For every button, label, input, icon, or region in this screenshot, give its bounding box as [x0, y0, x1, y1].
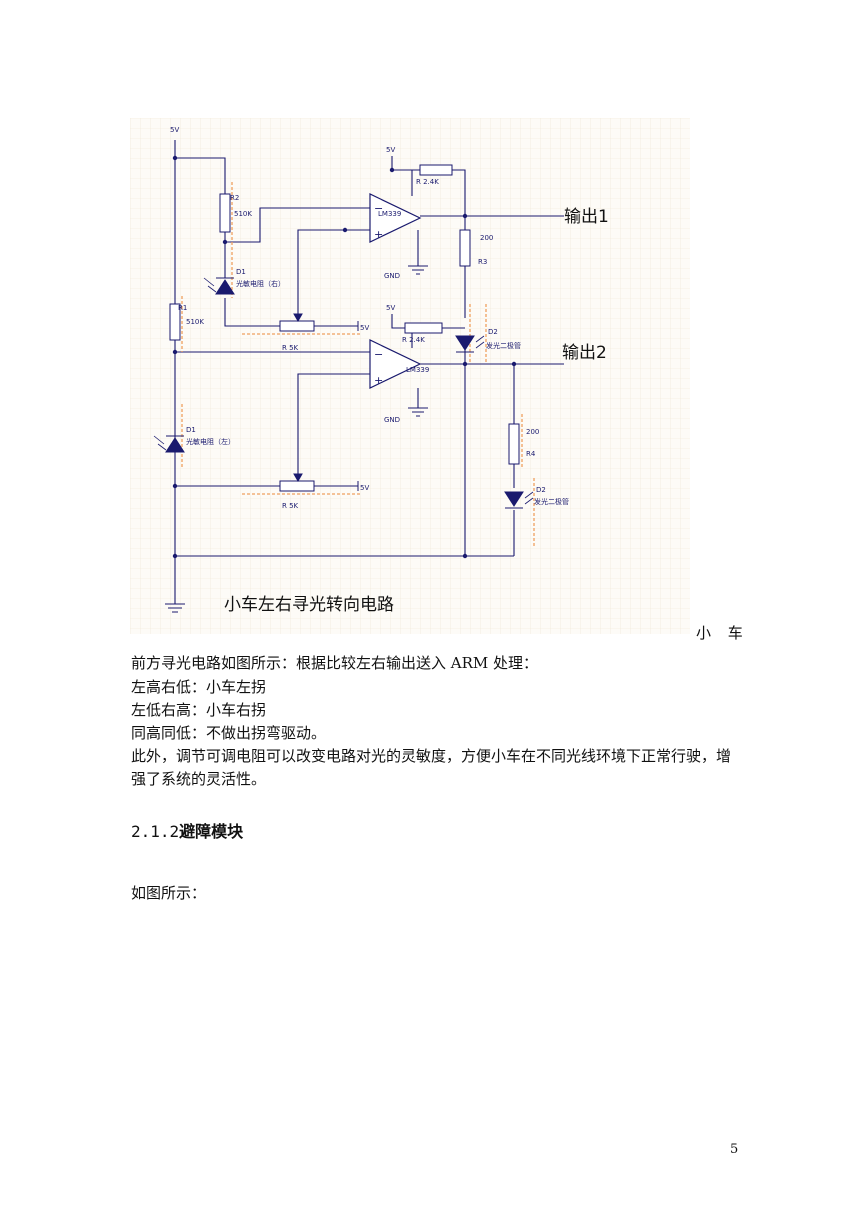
label-pot1: R 5K — [282, 344, 299, 352]
label-d1-bottom: D1 — [186, 426, 196, 434]
figure-title: 小车左右寻光转向电路 — [224, 595, 394, 615]
label-r1-value: 510K — [186, 318, 204, 326]
wires — [174, 140, 564, 604]
ground-symbols — [165, 265, 428, 613]
section-heading: 2.1.2避障模块 — [131, 818, 243, 842]
label-gnd2: GND — [384, 416, 400, 424]
label-rfb2: R 2.4K — [402, 336, 425, 344]
label-5v-pot1: 5V — [360, 324, 369, 332]
label-rfb1: R 2.4K — [416, 178, 439, 186]
label-d2-bottom-desc: 发光二极管 — [534, 497, 569, 506]
light-arrows — [153, 277, 534, 505]
label-d1-top-desc: 光敏电阻（右） — [236, 279, 285, 288]
label-5v-amp1: 5V — [386, 146, 395, 154]
output-1-label: 输出1 — [564, 207, 609, 227]
amp2-minus: − — [374, 348, 383, 361]
label-amp2: LM339 — [406, 366, 429, 374]
paragraph-5: 此外，调节可调电阻可以改变电路对光的灵敏度，方便小车在不同光线环境下正常行驶，增… — [131, 747, 732, 788]
section-title: 避障模块 — [179, 822, 244, 841]
paragraph-3: 左低右高：小车右拐 — [131, 701, 267, 719]
label-5v-top: 5V — [170, 126, 179, 134]
paragraph-4: 同高同低：不做出拐弯驱动。 — [131, 724, 327, 742]
page-number: 5 — [730, 1142, 739, 1157]
label-r2-value: 510K — [234, 210, 252, 218]
label-pot2: R 5K — [282, 502, 299, 510]
label-5v-amp2: 5V — [386, 304, 395, 312]
potentiometer-wipers — [293, 230, 303, 483]
label-r3: R3 — [478, 258, 487, 266]
highlight-marks — [181, 182, 535, 548]
output-2-label: 输出2 — [562, 343, 607, 363]
label-gnd1: GND — [384, 272, 400, 280]
label-r2: R2 — [230, 194, 239, 202]
amp1-minus: − — [374, 202, 383, 215]
label-r1: R1 — [178, 304, 187, 312]
amp1-plus: + — [374, 228, 383, 241]
label-amp1: LM339 — [378, 210, 401, 218]
paragraph-intro: 如图所示： — [131, 884, 207, 902]
label-5v-pot2: 5V — [360, 484, 369, 492]
label-d2-top: D2 — [488, 328, 498, 336]
op-amps — [369, 193, 422, 389]
junctions — [172, 155, 517, 559]
label-d1-bottom-desc: 光敏电阻（左） — [186, 437, 235, 446]
caption-tail: 小 车 — [696, 624, 749, 642]
label-r3-value: 200 — [480, 234, 493, 242]
diodes — [165, 277, 524, 509]
label-r4-value: 200 — [526, 428, 539, 436]
label-r4: R4 — [526, 450, 536, 458]
amp2-plus: + — [374, 374, 383, 387]
label-d1-top: D1 — [236, 268, 246, 276]
label-d2-top-desc: 发光二极管 — [486, 341, 521, 350]
paragraph-1: 前方寻光电路如图所示：根据比较左右输出送入 ARM 处理： — [131, 654, 539, 672]
circuit-diagram: 5V 5V 5V 5V 5V R2 510K R1 510K R 2.4K R … — [130, 118, 690, 634]
section-number: 2.1.2 — [131, 822, 180, 841]
label-d2-bottom: D2 — [536, 486, 546, 494]
paragraph-2: 左高右低：小车左拐 — [131, 678, 267, 696]
resistors — [169, 164, 520, 492]
